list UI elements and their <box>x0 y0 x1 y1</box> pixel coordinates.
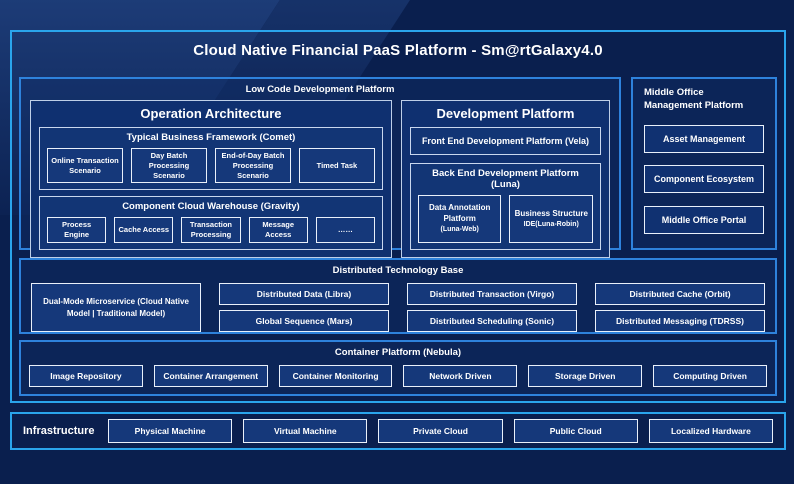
component-cloud-warehouse-box: Component Cloud Warehouse (Gravity) Proc… <box>39 196 383 250</box>
container-platform-items: Image Repository Container Arrangement C… <box>29 365 767 387</box>
component-ecosystem-box: Component Ecosystem <box>644 164 764 193</box>
physical-machine-box: Physical Machine <box>108 419 233 443</box>
middle-office-management-platform-panel: Middle Office Management Platform Asset … <box>631 77 777 250</box>
distributed-transaction-box: Distributed Transaction (Virgo) <box>407 283 577 305</box>
gravity-items: Process Engine Cache Access Transaction … <box>47 217 375 243</box>
gravity-title: Component Cloud Warehouse (Gravity) <box>122 201 300 213</box>
top-row: Low Code Development Platform Operation … <box>19 77 777 258</box>
page-title: Cloud Native Financial PaaS Platform - S… <box>193 42 603 59</box>
data-annotation-platform-box: Data Annotation Platform (Luna-Web) <box>417 195 502 243</box>
dual-mode-microservice-box: Dual-Mode Microservice (Cloud Native Mod… <box>31 283 201 332</box>
comet-item-end-of-day-batch: End-of-Day Batch Processing Scenario <box>214 148 291 184</box>
comet-items: Online Transaction Scenario Day Batch Pr… <box>47 148 375 184</box>
virtual-machine-box: Virtual Machine <box>243 419 368 443</box>
main-platform-panel: Cloud Native Financial PaaS Platform - S… <box>10 30 786 403</box>
distributed-grid: Dual-Mode Microservice (Cloud Native Mod… <box>31 283 765 332</box>
private-cloud-box: Private Cloud <box>378 419 503 443</box>
gravity-item-message-access: Message Access <box>248 217 308 243</box>
business-structure-sublabel: IDE(Luna-Robin) <box>523 220 579 228</box>
comet-title: Typical Business Framework (Comet) <box>126 132 296 143</box>
distributed-title: Distributed Technology Base <box>332 265 464 276</box>
infrastructure-label: Infrastructure <box>23 425 95 437</box>
business-structure-ide-box: Business Structure IDE(Luna-Robin) <box>509 195 594 243</box>
gravity-item-ellipsis: …… <box>315 217 375 243</box>
global-sequence-box: Global Sequence (Mars) <box>219 310 389 332</box>
comet-item-timed-task: Timed Task <box>298 148 375 184</box>
container-platform-panel: Container Platform (Nebula) Image Reposi… <box>19 340 777 396</box>
operation-architecture-panel: Operation Architecture Typical Business … <box>30 100 392 258</box>
infrastructure-panel: Infrastructure Physical Machine Virtual … <box>10 412 786 450</box>
asset-management-box: Asset Management <box>644 124 764 153</box>
development-platform-panel: Development Platform Front End Developme… <box>400 100 610 258</box>
container-monitoring-box: Container Monitoring <box>278 365 393 387</box>
front-end-development-platform-box: Front End Development Platform (Vela) <box>409 127 601 155</box>
container-platform-title: Container Platform (Nebula) <box>334 347 462 358</box>
operation-architecture-title: Operation Architecture <box>140 106 282 121</box>
gravity-item-cache-access: Cache Access <box>114 217 174 243</box>
data-annotation-sublabel: (Luna-Web) <box>440 225 479 233</box>
data-annotation-label: Data Annotation Platform <box>428 203 491 224</box>
middle-office-title: Middle Office Management Platform <box>644 87 744 111</box>
low-code-development-platform-panel: Low Code Development Platform Operation … <box>19 77 621 258</box>
middle-office-portal-box: Middle Office Portal <box>644 205 764 234</box>
distributed-scheduling-box: Distributed Scheduling (Sonic) <box>407 310 577 332</box>
container-arrangement-box: Container Arrangement <box>153 365 268 387</box>
distributed-data-box: Distributed Data (Libra) <box>219 283 389 305</box>
public-cloud-box: Public Cloud <box>513 419 638 443</box>
low-code-platform-label: Low Code Development Platform <box>245 84 395 95</box>
comet-item-day-batch: Day Batch Processing Scenario <box>130 148 207 184</box>
back-end-title: Back End Development Platform (Luna) <box>432 168 579 190</box>
distributed-messaging-box: Distributed Messaging (TDRSS) <box>595 310 765 332</box>
main-content: Low Code Development Platform Operation … <box>12 77 784 396</box>
gravity-item-transaction-processing: Transaction Processing <box>181 217 241 243</box>
back-end-development-platform-box: Back End Development Platform (Luna) Dat… <box>409 163 601 250</box>
back-end-items: Data Annotation Platform (Luna-Web) Busi… <box>417 195 594 243</box>
low-code-row: Operation Architecture Typical Business … <box>30 100 610 258</box>
distributed-cache-box: Distributed Cache (Orbit) <box>595 283 765 305</box>
business-structure-label: Business Structure <box>514 208 588 218</box>
localized-hardware-box: Localized Hardware <box>648 419 774 443</box>
network-driven-box: Network Driven <box>403 365 518 387</box>
computing-driven-box: Computing Driven <box>653 365 767 387</box>
typical-business-framework-box: Typical Business Framework (Comet) Onlin… <box>39 127 383 191</box>
development-platform-title: Development Platform <box>436 106 575 121</box>
storage-driven-box: Storage Driven <box>528 365 643 387</box>
image-repository-box: Image Repository <box>29 365 143 387</box>
gravity-item-process-engine: Process Engine <box>47 217 107 243</box>
comet-item-online-transaction: Online Transaction Scenario <box>47 148 123 184</box>
distributed-technology-base-panel: Distributed Technology Base Dual-Mode Mi… <box>19 258 777 334</box>
